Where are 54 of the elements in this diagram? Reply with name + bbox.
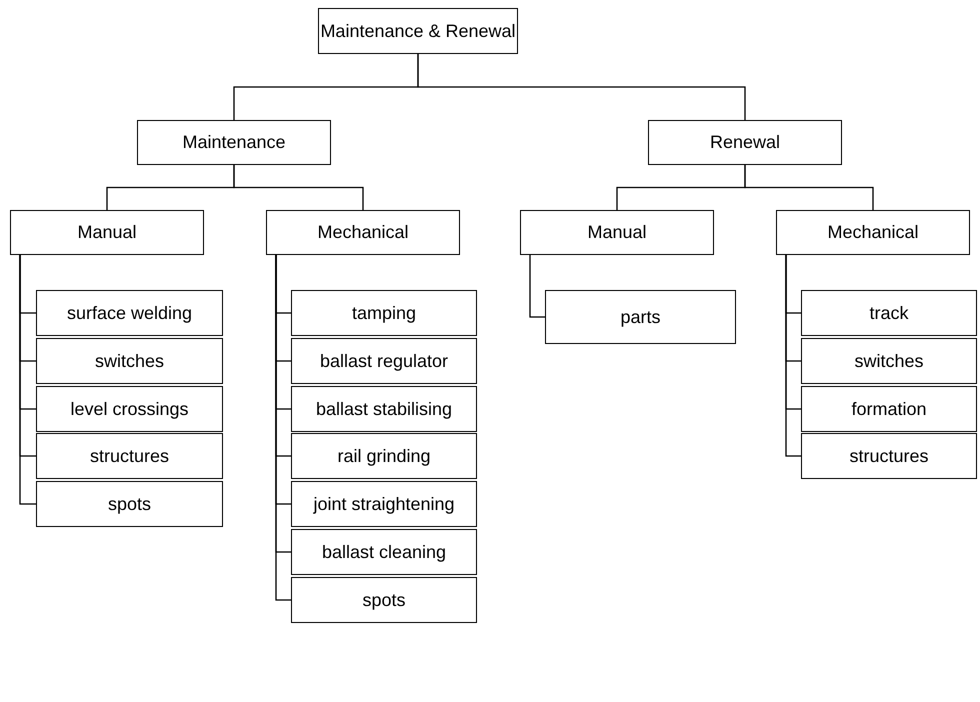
category-box	[648, 120, 842, 165]
category-label: rail grinding	[337, 446, 431, 466]
category-box	[291, 386, 477, 432]
category-label: spots	[108, 494, 152, 514]
category-box	[36, 338, 223, 384]
category-label: Maintenance & Renewal	[320, 20, 516, 42]
category-label: ballast regulator	[320, 350, 448, 372]
category-box	[36, 481, 223, 527]
category-label: level crossings	[70, 398, 189, 420]
category-label: surface welding	[66, 302, 192, 324]
category-box	[291, 577, 477, 623]
category-label: switches	[854, 350, 924, 372]
category-label: formation	[851, 398, 927, 420]
connector-line	[744, 165, 874, 210]
category-box	[10, 210, 204, 255]
category-label: joint straightening	[313, 494, 455, 514]
category-box	[291, 481, 477, 527]
category-box	[36, 290, 223, 336]
category-label: Mechanical	[317, 222, 409, 243]
category-label: Renewal	[710, 132, 780, 153]
category-label: track	[869, 302, 908, 324]
category-label: structures	[90, 446, 170, 466]
category-label: spots	[362, 590, 406, 610]
category-box	[291, 433, 477, 479]
category-label: Mechanical	[827, 222, 919, 243]
category-box	[291, 529, 477, 575]
connector-line	[417, 54, 746, 120]
category-box	[137, 120, 331, 165]
category-box	[776, 210, 970, 255]
category-box	[36, 433, 223, 479]
category-label: structures	[849, 446, 929, 466]
category-label: ballast stabilising	[316, 398, 452, 420]
connector-line	[785, 255, 801, 457]
category-box	[545, 290, 736, 344]
category-label: switches	[94, 350, 164, 372]
category-box	[36, 386, 223, 432]
category-label: tamping	[352, 302, 416, 324]
category-label: ballast cleaning	[322, 542, 446, 562]
category-box	[318, 8, 518, 54]
connector-line	[233, 165, 364, 210]
category-label: Manual	[587, 222, 647, 243]
category-box	[266, 210, 460, 255]
category-label: Maintenance	[182, 132, 286, 153]
category-label: parts	[620, 306, 661, 328]
category-box	[801, 338, 977, 384]
category-box	[801, 386, 977, 432]
category-box	[291, 290, 477, 336]
category-label: Manual	[77, 222, 137, 243]
category-box	[520, 210, 714, 255]
connector-line	[19, 255, 36, 505]
category-box	[291, 338, 477, 384]
category-box	[801, 433, 977, 479]
category-box	[801, 290, 977, 336]
connector-line	[529, 255, 545, 318]
